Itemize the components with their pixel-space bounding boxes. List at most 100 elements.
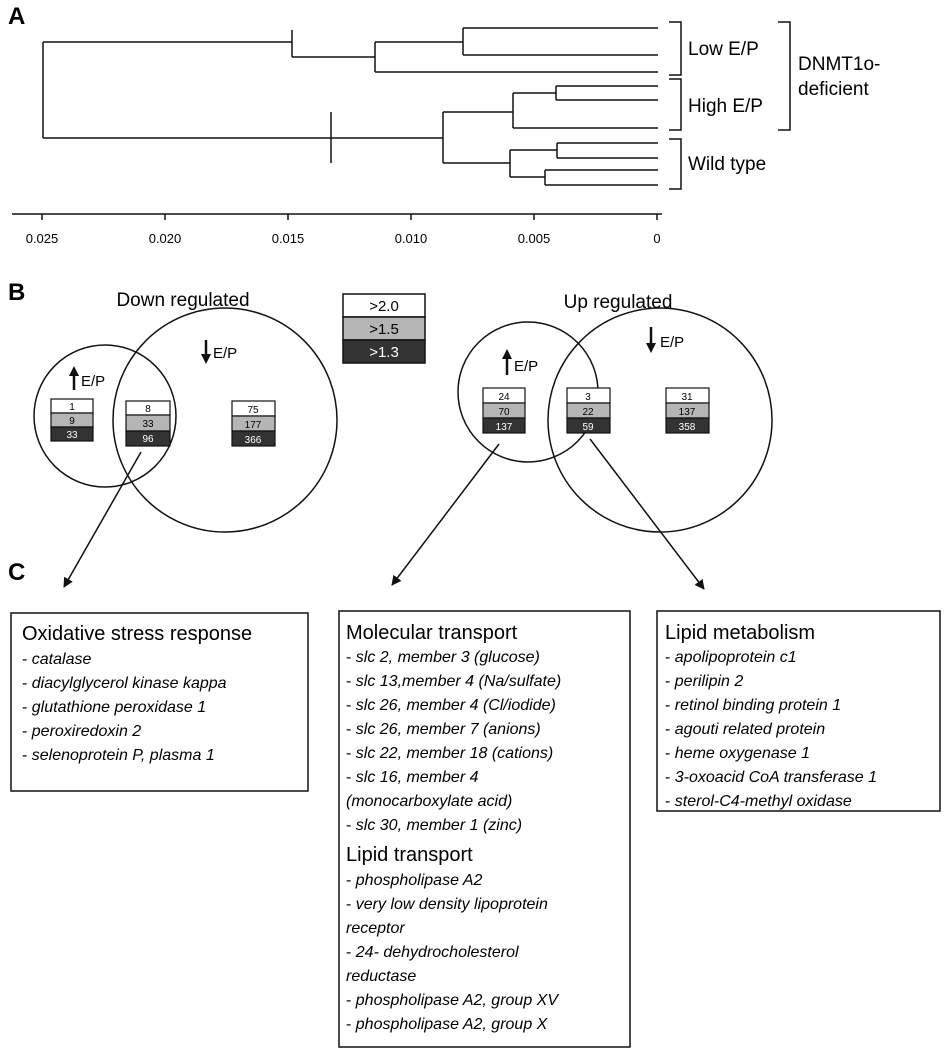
count-cell: 96	[142, 434, 154, 445]
up-arrow-icon	[502, 349, 512, 359]
arrow-to-oxidative	[63, 451, 142, 588]
count-cell: 22	[582, 407, 594, 418]
count-cell: 366	[245, 435, 262, 446]
venn-down-large-circle	[112, 307, 338, 533]
dendrogram-axis	[12, 213, 662, 220]
bracket-outer	[778, 21, 791, 131]
box-transport-title: Molecular transport	[346, 622, 518, 644]
bracket-wild	[669, 138, 682, 190]
count-stack-up-overlap: 3 22 59	[566, 387, 611, 434]
panel-label-b: B	[8, 279, 25, 306]
gene-item: - slc 26, member 7 (anions)	[346, 721, 541, 738]
gene-item: - phospholipase A2, group XV	[346, 992, 559, 1009]
arrow-to-lipid	[589, 438, 705, 590]
gene-item: - retinol binding protein 1	[665, 697, 841, 714]
gene-item: - glutathione peroxidase 1	[22, 699, 206, 716]
legend-entry: >2.0	[369, 298, 399, 315]
gene-item: - very low density lipoprotein	[346, 896, 548, 913]
count-stack-up-left: 24 70 137	[482, 387, 526, 434]
venn-down-large-label: E/P	[201, 340, 237, 364]
legend-entry: >1.3	[369, 344, 399, 361]
venn-up-small-text: E/P	[514, 358, 538, 375]
gene-item: - slc 2, member 3 (glucose)	[346, 649, 540, 666]
count-stack-down-overlap: 8 33 96	[125, 400, 171, 447]
dendrogram	[42, 27, 658, 186]
gene-item: - diacylglycerol kinase kappa	[22, 675, 227, 692]
gene-item: - 3-oxoacid CoA transferase 1	[665, 769, 877, 786]
tick-label: 0.005	[518, 231, 551, 246]
outer-group-label-line1: DNMT1o-	[798, 54, 880, 75]
venn-down-large-text: E/P	[213, 345, 237, 362]
count-cell: 3	[585, 392, 591, 403]
tick-label: 0.015	[272, 231, 305, 246]
count-cell: 75	[247, 405, 259, 416]
gene-item-continued: receptor	[346, 920, 405, 937]
axis-tick-labels: 0.025 0.020 0.015 0.010 0.005 0	[26, 231, 661, 246]
down-arrow-icon	[201, 354, 211, 364]
group-label-high: High E/P	[688, 96, 763, 117]
venn-up-title: Up regulated	[564, 292, 673, 313]
gene-item: - peroxiredoxin 2	[22, 723, 141, 740]
gene-item: - selenoprotein P, plasma 1	[22, 747, 215, 764]
gene-item: - slc 16, member 4	[346, 769, 479, 786]
gene-item: - slc 26, member 4 (Cl/iodide)	[346, 697, 556, 714]
count-cell: 8	[145, 404, 151, 415]
gene-item-continued: (monocarboxylate acid)	[346, 793, 512, 810]
count-cell: 33	[142, 419, 154, 430]
group-label-low: Low E/P	[688, 39, 759, 60]
gene-item: - slc 22, member 18 (cations)	[346, 745, 553, 762]
venn-down-small-text: E/P	[81, 373, 105, 390]
gene-item: - 24- dehydrocholesterol	[346, 944, 519, 961]
down-arrow-icon	[646, 343, 656, 353]
venn-up-large-text: E/P	[660, 334, 684, 351]
box-oxidative-title: Oxidative stress response	[22, 623, 252, 645]
count-cell: 1	[69, 402, 75, 413]
gene-item: - phospholipase A2	[346, 872, 483, 889]
tick-label: 0	[653, 231, 660, 246]
venn-up-small-label: E/P	[502, 349, 538, 375]
outer-group-label-line2: deficient	[798, 79, 869, 100]
tick-label: 0.010	[395, 231, 428, 246]
tick-label: 0.020	[149, 231, 182, 246]
panel-label-c: C	[8, 559, 25, 586]
count-cell: 137	[496, 422, 513, 433]
group-label-wild: Wild type	[688, 154, 766, 175]
venn-down-title: Down regulated	[116, 290, 249, 311]
count-cell: 70	[498, 407, 510, 418]
arrow-to-transport	[391, 443, 500, 586]
box-lipid-title: Lipid metabolism	[665, 622, 815, 644]
count-cell: 358	[679, 422, 696, 433]
count-cell: 177	[245, 420, 262, 431]
count-cell: 24	[498, 392, 510, 403]
gene-item: - agouti related protein	[665, 721, 825, 738]
box-transport	[338, 610, 631, 1048]
gene-item: - slc 13,member 4 (Na/sulfate)	[346, 673, 561, 690]
venn-down-small-circle	[33, 344, 177, 488]
gene-item: - apolipoprotein c1	[665, 649, 797, 666]
gene-item: - slc 30, member 1 (zinc)	[346, 817, 522, 834]
gene-item: - catalase	[22, 651, 91, 668]
count-cell: 137	[679, 407, 696, 418]
count-cell: 59	[582, 422, 594, 433]
gene-item-continued: reductase	[346, 968, 416, 985]
venn-down	[33, 307, 338, 533]
box-oxidative	[10, 612, 309, 792]
count-stack-up-right: 31 137 358	[665, 387, 710, 434]
bracket-high	[669, 78, 682, 131]
fold-change-legend: >2.0 >1.5 >1.3	[342, 293, 426, 364]
gene-item: - perilipin 2	[665, 673, 743, 690]
up-arrow-icon	[69, 366, 79, 376]
box-transport-subtitle: Lipid transport	[346, 844, 473, 866]
count-cell: 33	[66, 430, 78, 441]
gene-item: - sterol-C4-methyl oxidase	[665, 793, 852, 810]
venn-up-large-label: E/P	[646, 327, 684, 353]
panel-label-a: A	[8, 3, 25, 30]
bracket-low	[669, 21, 682, 76]
box-lipid	[656, 610, 941, 812]
gene-item: - phospholipase A2, group X	[346, 1016, 549, 1033]
count-stack-down-left: 1 9 33	[50, 398, 94, 442]
tick-label: 0.025	[26, 231, 59, 246]
count-cell: 31	[681, 392, 693, 403]
venn-down-small-label: E/P	[69, 366, 105, 390]
